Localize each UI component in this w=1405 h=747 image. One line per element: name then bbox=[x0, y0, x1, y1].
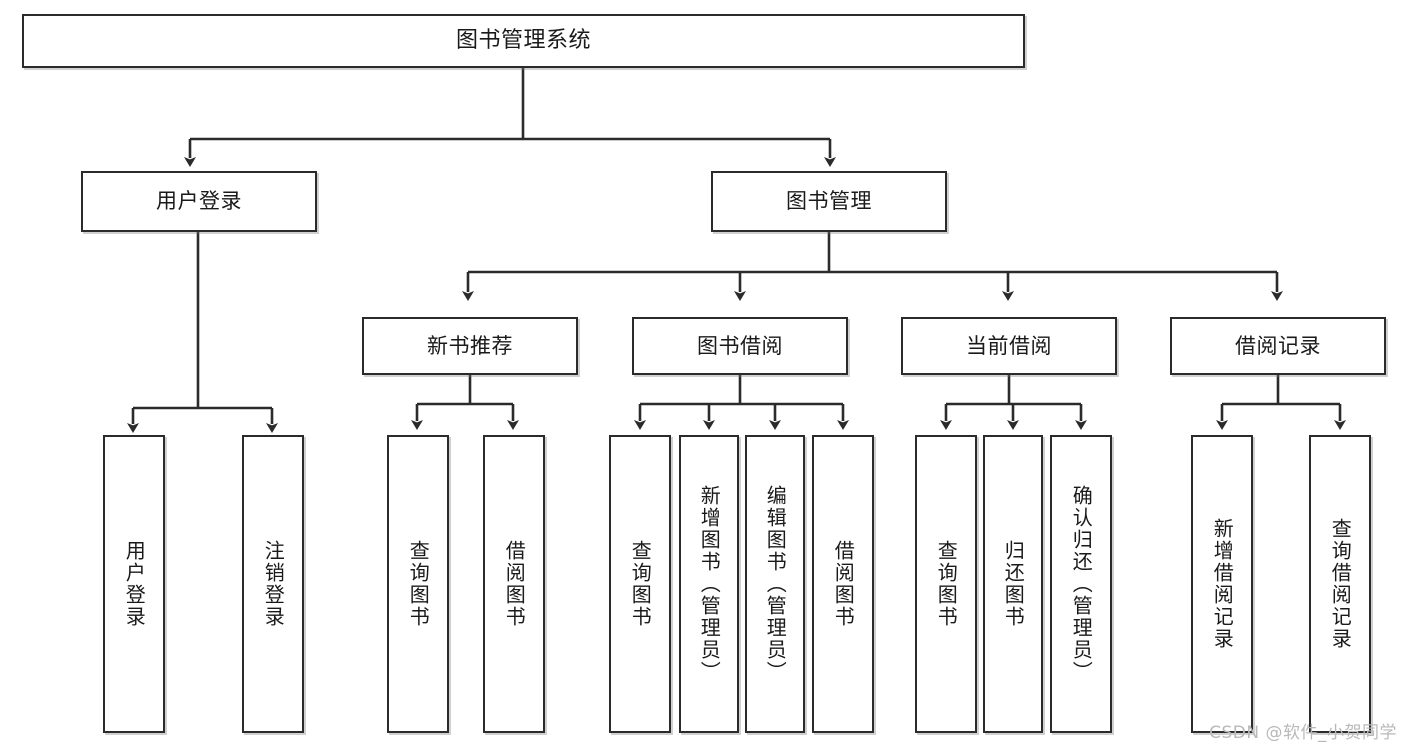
node-user-login[interactable]: 用户登录 bbox=[81, 171, 317, 232]
node-book-management[interactable]: 图书管理 bbox=[711, 171, 947, 232]
leaf-book-borrow-add-label: 新增图书（管理员） bbox=[697, 485, 722, 683]
leaf-current-borrow-confirm-return-label: 确认归还（管理员） bbox=[1069, 485, 1094, 683]
leaf-borrow-record-query-label: 查询借阅记录 bbox=[1328, 518, 1353, 650]
node-root-label: 图书管理系统 bbox=[455, 28, 591, 53]
leaf-current-borrow-return[interactable]: 归还图书 bbox=[983, 435, 1043, 733]
leaf-current-borrow-return-label: 归还图书 bbox=[1001, 540, 1026, 628]
leaf-new-book-query-label: 查询图书 bbox=[406, 540, 431, 628]
node-book-borrow-label: 图书借阅 bbox=[697, 333, 783, 358]
leaf-new-book-borrow[interactable]: 借阅图书 bbox=[483, 435, 545, 733]
node-user-login-label: 用户登录 bbox=[156, 189, 242, 213]
leaf-new-book-query[interactable]: 查询图书 bbox=[387, 435, 449, 733]
leaf-book-borrow-edit[interactable]: 编辑图书（管理员） bbox=[745, 435, 805, 733]
node-root[interactable]: 图书管理系统 bbox=[22, 14, 1025, 68]
watermark-text: CSDN @软件_小贺同学 bbox=[1209, 723, 1397, 743]
leaf-user-login-login[interactable]: 用户登录 bbox=[103, 435, 165, 733]
leaf-current-borrow-query-label: 查询图书 bbox=[934, 540, 959, 628]
leaf-book-borrow-borrow-label: 借阅图书 bbox=[831, 540, 856, 628]
leaf-borrow-record-add[interactable]: 新增借阅记录 bbox=[1191, 435, 1253, 733]
leaf-current-borrow-confirm-return[interactable]: 确认归还（管理员） bbox=[1050, 435, 1112, 733]
node-borrow-record[interactable]: 借阅记录 bbox=[1170, 317, 1386, 375]
leaf-user-login-login-label: 用户登录 bbox=[122, 540, 147, 628]
node-borrow-record-label: 借阅记录 bbox=[1235, 333, 1321, 358]
leaf-borrow-record-add-label: 新增借阅记录 bbox=[1210, 518, 1235, 650]
leaf-book-borrow-edit-label: 编辑图书（管理员） bbox=[763, 485, 788, 683]
node-new-book-recommend-label: 新书推荐 bbox=[427, 333, 513, 358]
node-current-borrow[interactable]: 当前借阅 bbox=[901, 317, 1117, 375]
leaf-current-borrow-query[interactable]: 查询图书 bbox=[915, 435, 977, 733]
leaf-borrow-record-query[interactable]: 查询借阅记录 bbox=[1309, 435, 1371, 733]
leaf-new-book-borrow-label: 借阅图书 bbox=[502, 540, 527, 628]
node-book-management-label: 图书管理 bbox=[786, 189, 872, 213]
leaf-book-borrow-borrow[interactable]: 借阅图书 bbox=[812, 435, 874, 733]
node-book-borrow[interactable]: 图书借阅 bbox=[632, 317, 848, 375]
node-current-borrow-label: 当前借阅 bbox=[966, 333, 1052, 358]
leaf-book-borrow-add[interactable]: 新增图书（管理员） bbox=[679, 435, 739, 733]
node-new-book-recommend[interactable]: 新书推荐 bbox=[362, 317, 578, 375]
leaf-book-borrow-query[interactable]: 查询图书 bbox=[609, 435, 671, 733]
leaf-user-login-logout-label: 注销登录 bbox=[261, 540, 286, 628]
leaf-user-login-logout[interactable]: 注销登录 bbox=[242, 435, 304, 733]
leaf-book-borrow-query-label: 查询图书 bbox=[628, 540, 653, 628]
